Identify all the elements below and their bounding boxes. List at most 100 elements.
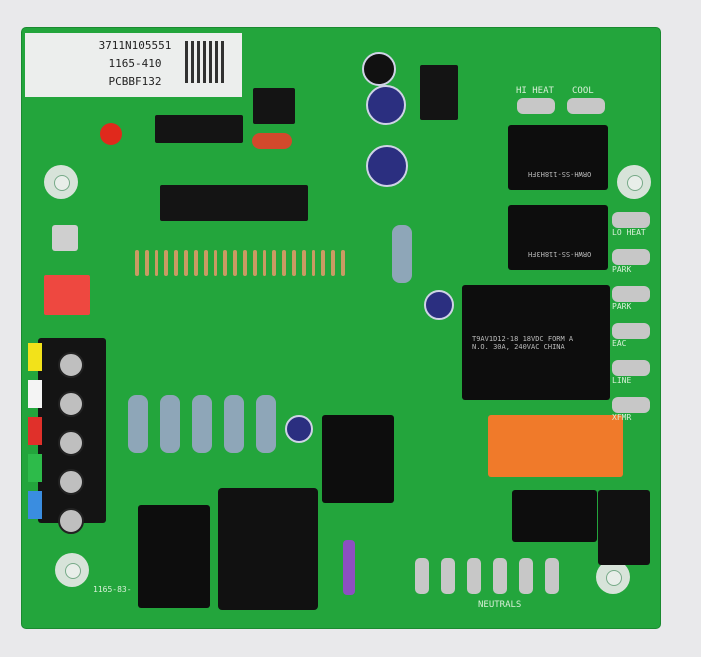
relay-marking: ORWH-SS-118H3FH <box>528 170 592 178</box>
wire-color-tag <box>28 343 42 371</box>
power-resistor <box>392 225 412 283</box>
terminal-eac[interactable]: EAC <box>612 323 650 348</box>
wire-color-tag <box>28 417 42 445</box>
spade-terminal[interactable] <box>612 286 650 302</box>
neutral-terminal[interactable] <box>545 558 559 594</box>
label-line-1: 3711N105551 <box>98 39 172 52</box>
neutral-terminals <box>415 558 559 594</box>
relay <box>512 490 597 542</box>
label-line-3: PCBBF132 <box>108 75 162 88</box>
terminal-screw[interactable] <box>58 430 84 456</box>
resistor <box>252 250 257 276</box>
resistor <box>174 250 179 276</box>
mount-hole <box>596 560 630 594</box>
ic-chip <box>155 115 243 143</box>
connector[interactable] <box>598 490 650 565</box>
relay <box>138 505 210 608</box>
neutral-terminal[interactable] <box>493 558 507 594</box>
mount-hole <box>617 165 651 199</box>
wire-color-tag <box>28 491 42 519</box>
terminal-screw[interactable] <box>58 352 84 378</box>
voltage-regulator <box>420 65 458 120</box>
spade-terminal[interactable] <box>612 249 650 265</box>
resistor <box>272 250 277 276</box>
wire-color-tag <box>28 454 42 482</box>
resistor <box>144 250 149 276</box>
terminal-xfmr[interactable]: XFMR <box>612 397 650 422</box>
resistor <box>213 250 218 276</box>
dip-switch[interactable] <box>44 275 90 315</box>
power-resistor <box>224 395 244 453</box>
label-lo_heat: LO HEAT <box>612 228 646 237</box>
resistor <box>203 250 208 276</box>
wire-color-tags <box>28 343 42 519</box>
relay <box>322 415 394 503</box>
label-park1: PARK <box>612 265 632 274</box>
relay-marking: ORWH-SS-118H3FH <box>528 250 592 258</box>
power-resistor <box>128 395 148 453</box>
neutral-terminal[interactable] <box>467 558 481 594</box>
terminal-park1[interactable]: PARK <box>612 249 650 274</box>
terminal-screw[interactable] <box>58 508 84 534</box>
resistor <box>301 250 306 276</box>
capacitor <box>362 52 396 86</box>
orange-relay <box>488 415 623 477</box>
label-hi-heat: HI HEAT <box>516 86 554 96</box>
resistor <box>341 250 345 276</box>
resistor <box>135 250 139 276</box>
neutral-terminal[interactable] <box>519 558 533 594</box>
electrolytic-capacitor <box>366 145 408 187</box>
terminal-lo_heat[interactable]: LO HEAT <box>612 212 650 237</box>
wire-color-tag <box>28 380 42 408</box>
label-board-id: 1165-83- <box>93 585 132 594</box>
fuse <box>343 540 355 595</box>
label-xfmr: XFMR <box>612 413 632 422</box>
relay-marking: T9AV1D12-18 18VDC FORM A N.O. 30A, 240VA… <box>472 335 574 351</box>
terminal-line[interactable]: LINE <box>612 360 650 385</box>
label-park2: PARK <box>612 302 632 311</box>
terminal-park2[interactable]: PARK <box>612 286 650 311</box>
electrolytic-capacitor <box>366 85 406 125</box>
label-eac: EAC <box>612 339 627 348</box>
label-cool: COOL <box>572 86 594 96</box>
label-line-2: 1165-410 <box>108 57 162 70</box>
neutral-terminal[interactable] <box>415 558 429 594</box>
electrolytic-capacitor <box>424 290 454 320</box>
resistor-array <box>135 250 345 290</box>
neutral-terminal[interactable] <box>441 558 455 594</box>
resistor <box>193 250 198 276</box>
resistor <box>262 250 267 276</box>
resistor <box>331 250 336 276</box>
resistor <box>242 250 247 276</box>
mount-hole <box>44 165 78 199</box>
electrolytic-capacitor <box>285 415 313 443</box>
power-resistor <box>256 395 276 453</box>
resistor <box>282 250 286 276</box>
datamatrix-code <box>185 41 227 83</box>
spade-terminal[interactable] <box>612 212 650 228</box>
terminal-hi-heat[interactable] <box>517 98 555 114</box>
terminal-screw[interactable] <box>58 391 84 417</box>
ic-chip <box>253 88 295 124</box>
resistor <box>154 250 159 276</box>
reset-button[interactable] <box>52 225 78 251</box>
relay-hi-heat: ORWH-SS-118H3FH <box>508 125 608 190</box>
right-terminals: LO HEAT PARK PARK EAC LINE XFMR <box>612 212 650 422</box>
terminal-screws <box>58 352 84 534</box>
status-led <box>100 123 122 145</box>
resistor <box>292 250 296 276</box>
power-resistor <box>192 395 212 453</box>
serial-label: 3711N105551 1165-410 PCBBF132 <box>25 33 242 97</box>
power-resistor <box>160 395 180 453</box>
power-resistor-array <box>128 395 276 453</box>
relay-main: T9AV1D12-18 18VDC FORM A N.O. 30A, 240VA… <box>462 285 610 400</box>
resistor <box>321 250 326 276</box>
terminal-screw[interactable] <box>58 469 84 495</box>
resistor <box>311 250 316 276</box>
spade-terminal[interactable] <box>612 323 650 339</box>
terminal-cool[interactable] <box>567 98 605 114</box>
spade-terminal[interactable] <box>612 397 650 413</box>
resistor <box>233 250 237 276</box>
spade-terminal[interactable] <box>612 360 650 376</box>
twelve-pin-connector[interactable] <box>218 488 318 610</box>
